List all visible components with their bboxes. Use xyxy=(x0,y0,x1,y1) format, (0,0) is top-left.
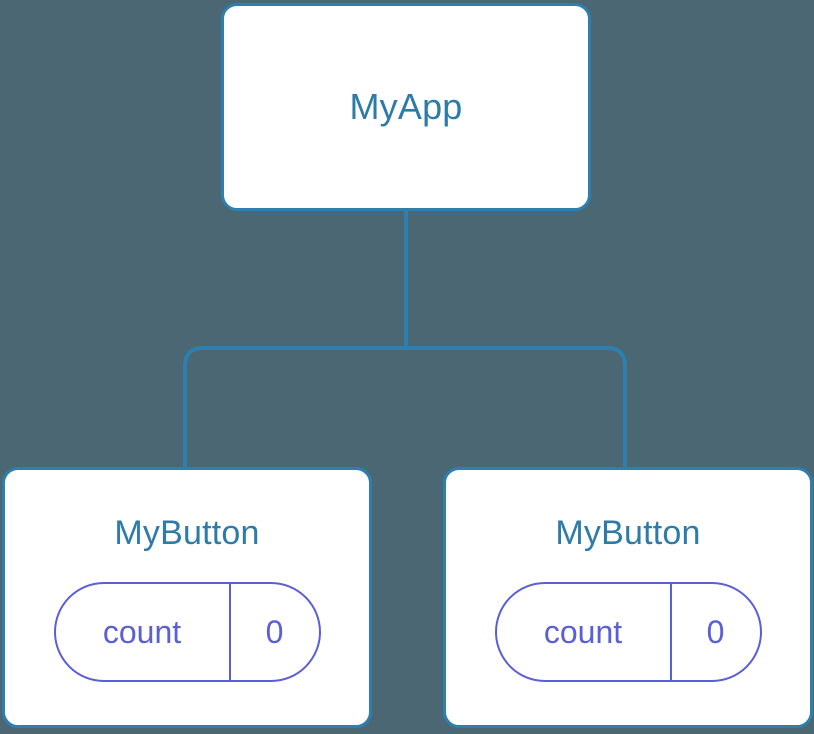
component-node-mybutton-1[interactable]: MyButton count 0 xyxy=(2,467,372,728)
component-name-label: MyButton xyxy=(555,514,701,552)
connector-branch-right xyxy=(406,346,627,470)
component-name-label: MyButton xyxy=(114,514,260,552)
state-pill[interactable]: count 0 xyxy=(494,582,762,682)
state-value-label: 0 xyxy=(706,614,725,650)
component-node-mybutton-2[interactable]: MyButton count 0 xyxy=(443,467,813,728)
state-key-label: count xyxy=(56,584,231,680)
component-node-myapp[interactable]: MyApp xyxy=(221,3,591,211)
state-pill[interactable]: count 0 xyxy=(53,582,321,682)
state-value-label: 0 xyxy=(265,614,284,650)
component-name-label: MyApp xyxy=(349,86,463,127)
connector-branch-left xyxy=(183,346,406,470)
state-key-label: count xyxy=(497,584,672,680)
